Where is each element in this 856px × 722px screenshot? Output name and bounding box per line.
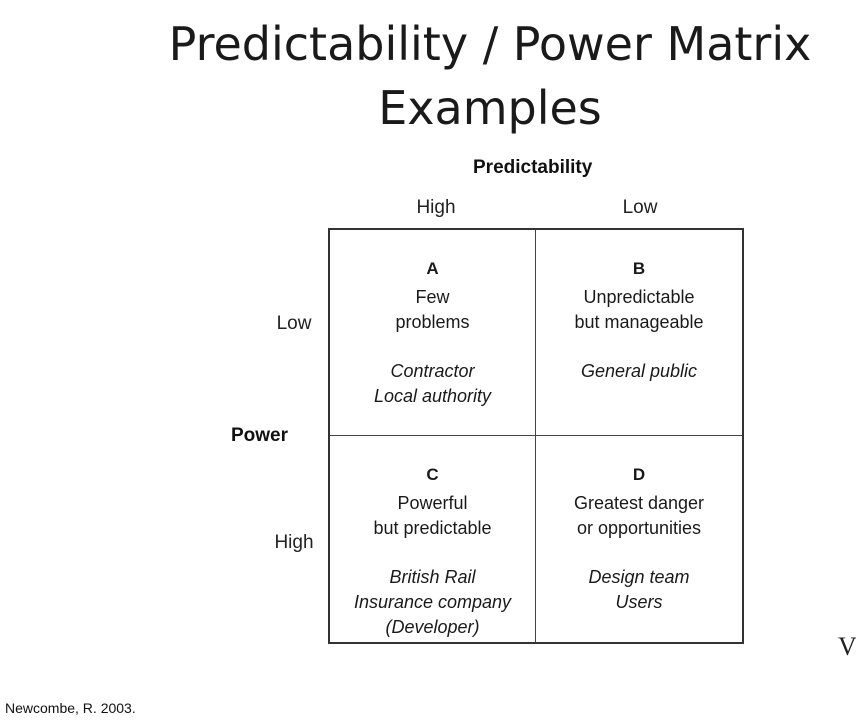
power-axis-label: Power [231,425,289,446]
quadrant-c-example: (Developer) [385,617,480,637]
predictability-power-matrix: A Few problems Contractor Local authorit… [328,228,744,644]
quadrant-b-desc-line: Unpredictable [583,287,695,307]
quadrant-d: D Greatest danger or opportunities Desig… [536,436,742,642]
power-high-label: High [274,532,314,553]
predictability-low-label: Low [622,197,658,218]
quadrant-b-examples: General public [536,359,742,384]
quadrant-a-description: Few problems [330,285,535,335]
quadrant-a-example: Contractor [390,361,475,381]
quadrant-c-example: Insurance company [353,592,512,612]
slide-title-line-1: Predictability / Power Matrix [168,17,812,71]
quadrant-d-example: Design team [588,567,690,587]
quadrant-a: A Few problems Contractor Local authorit… [330,230,536,436]
quadrant-b-letter: B [632,259,646,278]
quadrant-c-desc-line: but predictable [373,518,492,538]
quadrant-a-letter: A [426,259,439,278]
citation: Newcombe, R. 2003. [5,700,136,716]
quadrant-c-example: British Rail [389,567,476,587]
quadrant-c-desc-line: Powerful [397,493,468,513]
quadrant-a-example: Local authority [373,386,492,406]
quadrant-b-description: Unpredictable but manageable [536,285,742,335]
quadrant-d-example: Users [615,592,663,612]
predictability-high-label: High [416,197,456,218]
slide-title-line-2: Examples [378,81,602,135]
quadrant-d-desc-line: or opportunities [576,518,702,538]
predictability-axis-label: Predictability [473,157,593,178]
quadrant-d-letter: D [632,465,646,484]
quadrant-d-examples: Design team Users [536,565,742,615]
quadrant-b-example: General public [580,361,698,381]
slide-title: Predictability / Power Matrix Examples [80,12,856,140]
quadrant-c: C Powerful but predictable British Rail … [330,436,536,642]
quadrant-b-desc-line: but manageable [574,312,704,332]
quadrant-b: B Unpredictable but manageable General p… [536,230,742,436]
quadrant-d-description: Greatest danger or opportunities [536,491,742,541]
quadrant-c-description: Powerful but predictable [330,491,535,541]
quadrant-a-desc-line: Few [415,287,450,307]
cropped-edge-character: V [838,632,856,661]
power-low-label: Low [276,313,312,334]
quadrant-d-desc-line: Greatest danger [573,493,705,513]
quadrant-c-examples: British Rail Insurance company (Develope… [330,565,535,640]
quadrant-a-examples: Contractor Local authority [330,359,535,409]
quadrant-a-desc-line: problems [395,312,470,332]
quadrant-c-letter: C [426,465,439,484]
